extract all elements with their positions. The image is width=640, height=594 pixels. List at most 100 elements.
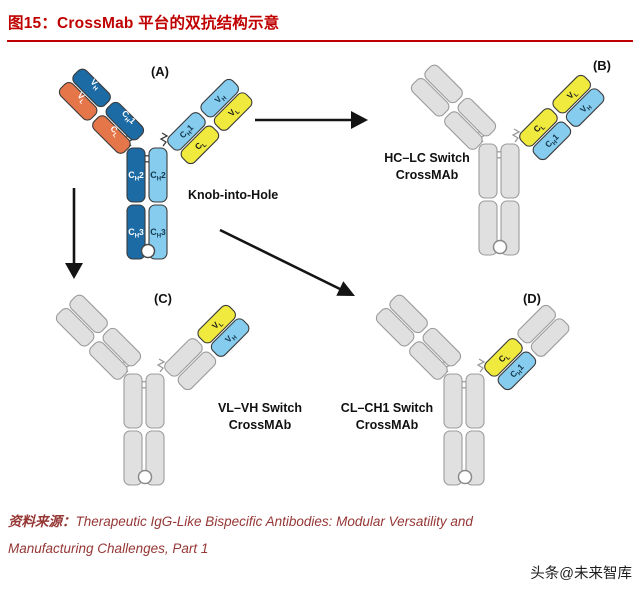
- domain-label: CL: [107, 123, 123, 139]
- source-citation: 资料来源：Therapeutic IgG-Like Bispecific Ant…: [8, 508, 632, 562]
- antibody-A-left-arm: CL VL CH1 VH: [58, 68, 145, 154]
- domain-label: CL: [531, 120, 547, 136]
- domain-segment: [92, 115, 131, 154]
- variant-b-line1: HC–LC Switch: [384, 151, 470, 165]
- domain-label: VL: [226, 104, 242, 120]
- domain-label: CH1: [177, 122, 197, 142]
- domain-segment: [565, 88, 605, 127]
- domain-segment: [424, 64, 463, 104]
- domain-segment: [422, 327, 462, 367]
- arrow-a-to-b-head: [351, 111, 368, 129]
- domain-segment: [389, 294, 428, 334]
- antibody-D-tag: (D): [523, 291, 541, 306]
- antibody-D-stem-right: [465, 373, 485, 486]
- arrows-layer: [65, 111, 368, 296]
- domain-segment: [164, 338, 203, 377]
- domain-label: CH3: [128, 227, 144, 239]
- arrow-a-to-b: [255, 111, 368, 129]
- domain-segment: [167, 112, 206, 151]
- variant-c-line1: VL–VH Switch: [217, 401, 303, 415]
- arrow-a-to-c-head: [65, 263, 83, 279]
- domain-label: CH1: [118, 108, 138, 128]
- antibody-B-figure: CL VL CH1 VH (B): [410, 58, 611, 256]
- antibody-C-stem-right: [145, 373, 165, 486]
- hinge-squiggle: [156, 358, 166, 373]
- domain-segment: [532, 121, 572, 161]
- knob-into-hole-icon: [457, 469, 473, 485]
- domain-segment: [444, 111, 483, 150]
- domain-label: VH: [578, 100, 594, 116]
- domain-label: CL: [193, 137, 209, 153]
- domain-segment: [210, 318, 250, 357]
- domain-label: VH: [223, 330, 239, 346]
- domain-segment: [180, 125, 220, 165]
- domain-segment: [55, 308, 95, 347]
- variant-d-line2: CrossMAb: [355, 418, 419, 432]
- domain-segment: [58, 82, 98, 121]
- domain-label: CL: [496, 350, 512, 366]
- label-vl-vh-switch-crossmab: VL–VH Switch CrossMAb: [185, 400, 335, 434]
- label-cl-ch1-switch-crossmab: CL–CH1 Switch CrossMAb: [312, 400, 462, 434]
- domain-segment: [375, 308, 415, 347]
- domain-label: CH3: [150, 227, 166, 239]
- arrow-a-to-c: [65, 188, 83, 279]
- source-prefix: 资料来源：: [8, 514, 76, 529]
- antibody-C-tag: (C): [154, 291, 172, 306]
- domain-segment: [213, 92, 253, 131]
- domain-segment: [552, 74, 591, 114]
- domain-label: CH2: [150, 170, 166, 182]
- source-line2: Manufacturing Challenges, Part 1: [8, 541, 209, 556]
- hinge-squiggle: [511, 128, 521, 143]
- domain-segment: [519, 108, 558, 147]
- antibody-D-left-arm: [375, 294, 462, 380]
- variant-c-line2: CrossMAb: [228, 418, 292, 432]
- domain-segment: [177, 351, 217, 391]
- label-hc-lc-switch-crossmab: HC–LC Switch CrossMAb: [352, 150, 502, 184]
- domain-segment: [69, 294, 108, 334]
- variant-d-line1: CL–CH1 Switch: [340, 401, 434, 415]
- domain-label: CH1: [543, 132, 563, 152]
- knob-into-hole-icon: [492, 239, 508, 255]
- domain-segment: [457, 97, 497, 137]
- domain-label: CH2: [128, 170, 144, 182]
- domain-label: VL: [210, 317, 226, 333]
- domain-label: VH: [212, 91, 228, 107]
- antibody-A-tag: (A): [151, 64, 169, 79]
- domain-segment: [197, 304, 236, 344]
- domain-segment: [200, 78, 239, 118]
- antibody-B-right-arm: CL VL CH1 VH: [519, 74, 605, 161]
- watermark: 头条@未来智库: [530, 566, 632, 582]
- antibody-C-left-arm: [55, 294, 142, 380]
- figure-title: 图15：CrossMab 平台的双抗结构示意: [8, 15, 280, 32]
- source-line1: Therapeutic IgG-Like Bispecific Antibodi…: [75, 514, 473, 529]
- domain-label: VL: [74, 90, 90, 106]
- domain-segment: [497, 351, 537, 391]
- antibody-B: CL VL CH1 VH (B): [380, 46, 630, 281]
- knob-into-hole-icon: [137, 469, 153, 485]
- antibody-B-left-arm: [410, 64, 497, 150]
- antibody-D-stem-left: [443, 373, 463, 486]
- domain-label: VL: [565, 87, 581, 103]
- domain-label: VH: [87, 77, 103, 93]
- arrow-a-to-d-head: [336, 281, 355, 296]
- domain-label: CH1: [508, 362, 528, 382]
- antibody-B-tag: (B): [593, 58, 611, 73]
- domain-segment: [517, 304, 556, 344]
- domain-segment: [89, 341, 128, 380]
- domain-segment: [102, 327, 142, 367]
- domain-segment: [530, 318, 570, 357]
- hinge-squiggle: [159, 132, 169, 147]
- domain-segment: [410, 78, 450, 117]
